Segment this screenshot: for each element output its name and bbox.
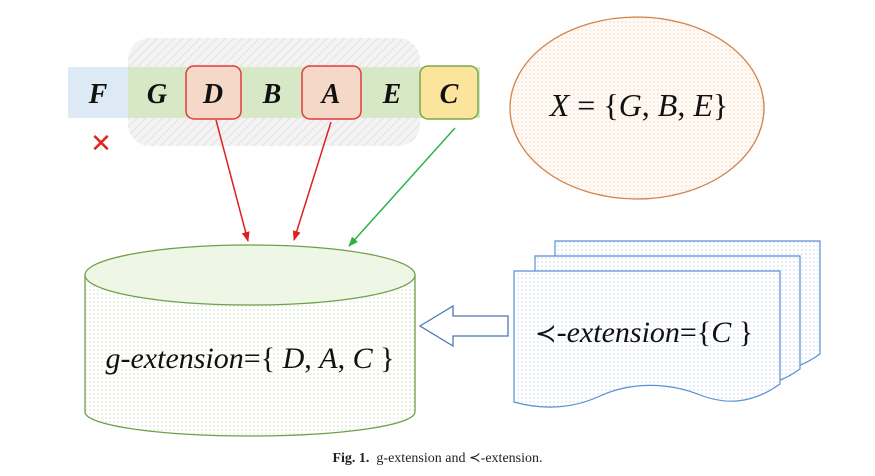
prec-extension-expression: ≺-extension={C } — [535, 316, 753, 349]
hollow-left-arrow — [418, 304, 509, 348]
figure-caption: Fig. 1. g-extension and ≺-extension. — [0, 450, 875, 467]
figure-label: Fig. 1. — [332, 451, 370, 466]
g-extension-cylinder: g-extension={ D, A, C } — [84, 244, 416, 437]
prec-extension-documents: ≺-extension={C } — [513, 240, 821, 408]
figure-caption-text: g-extension and ≺-extension. — [376, 451, 543, 466]
cell-f — [68, 67, 128, 118]
seq-label-a: A — [320, 79, 341, 110]
cell-c-box — [419, 65, 479, 120]
arrow-a-to-g-extension — [292, 121, 332, 241]
cell-d-box — [185, 65, 242, 120]
set-x-expression: X = {G, B, E} — [548, 87, 729, 123]
sequence-row: F G D B A E C — [68, 65, 480, 120]
arrow-d-to-g-extension — [215, 119, 250, 242]
cell-a-box — [301, 65, 362, 120]
seq-label-b: B — [262, 79, 282, 110]
seq-label-g: G — [147, 79, 167, 110]
arrow-c-to-g-extension — [348, 127, 456, 247]
seq-label-c: C — [440, 79, 459, 110]
set-x-ellipse: X = {G, B, E} — [509, 16, 765, 200]
seq-label-d: D — [202, 79, 223, 110]
g-extension-expression: g-extension={ D, A, C } — [105, 342, 394, 375]
seq-label-f: F — [88, 79, 108, 110]
seq-label-e: E — [382, 79, 402, 110]
removed-x-icon: ✕ — [90, 129, 112, 159]
